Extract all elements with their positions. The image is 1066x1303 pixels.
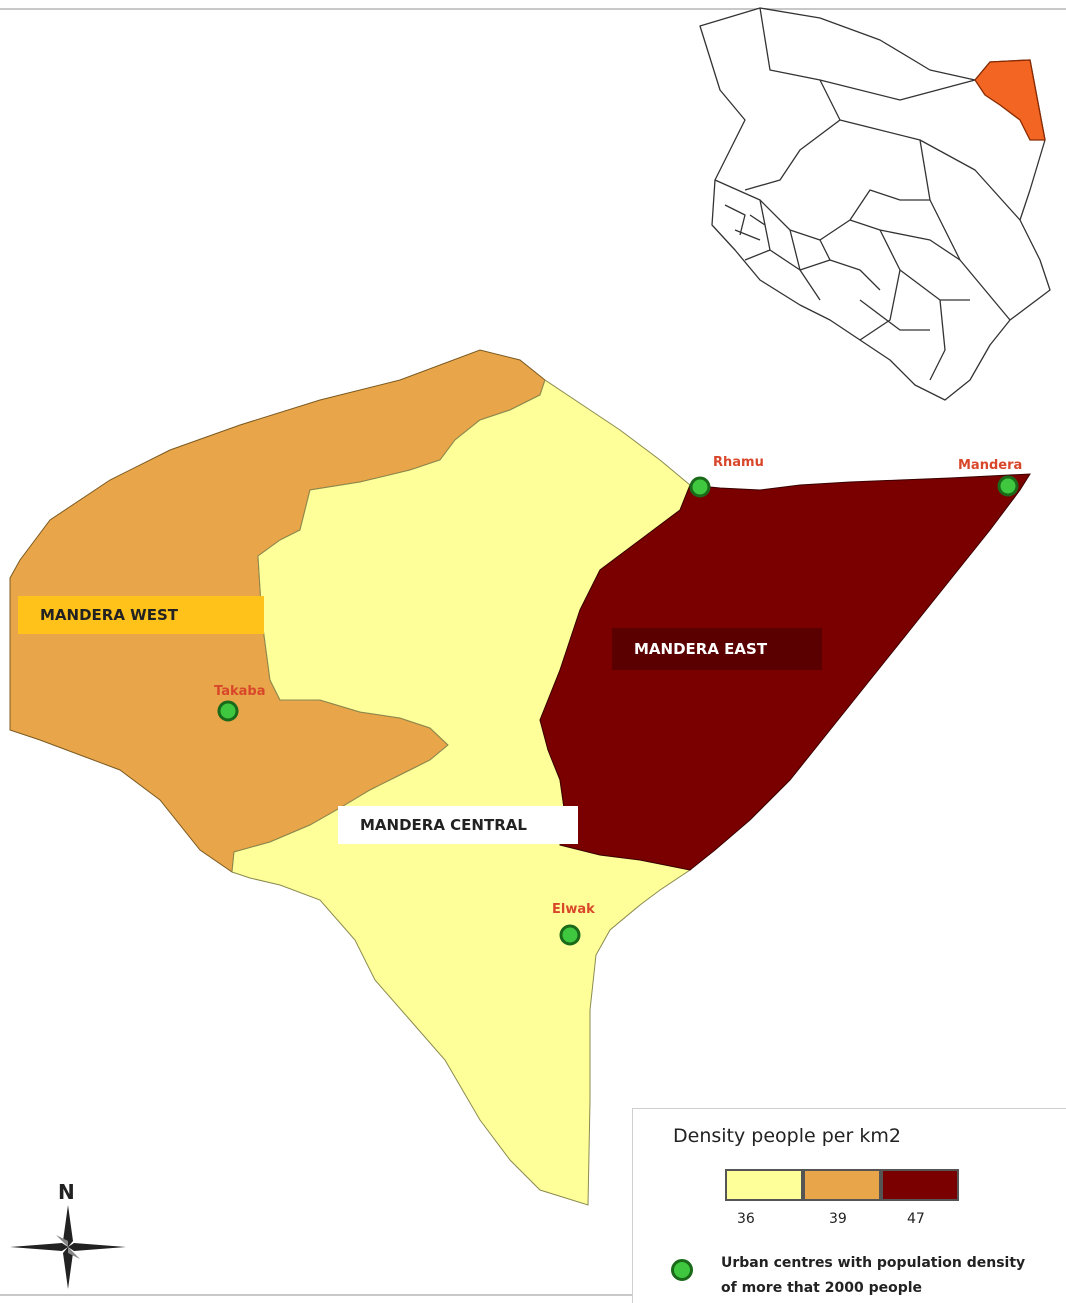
mandera-east-text: MANDERA EAST bbox=[634, 640, 768, 658]
legend-swatch-39 bbox=[803, 1169, 881, 1201]
town-label-elwak: Elwak bbox=[552, 902, 595, 917]
north-arrow-icon bbox=[10, 1205, 126, 1289]
kenya-inset-map bbox=[699, 7, 1051, 401]
north-arrow-label: N bbox=[58, 1180, 75, 1204]
mandera-west-label: MANDERA WEST bbox=[18, 596, 264, 634]
inset-county-lines-2 bbox=[714, 179, 961, 341]
legend-swatch-47 bbox=[881, 1169, 959, 1201]
top-frame-line bbox=[0, 8, 1066, 10]
kenya-outline bbox=[699, 7, 1051, 401]
legend-value-47: 47 bbox=[907, 1211, 925, 1227]
mandera-east-label: MANDERA EAST bbox=[612, 628, 822, 670]
inset-county-lines-1 bbox=[744, 7, 1021, 321]
mandera-inset-highlight bbox=[974, 59, 1046, 141]
legend-swatch-36 bbox=[725, 1169, 803, 1201]
mandera-central-label: MANDERA CENTRAL bbox=[338, 806, 578, 844]
bottom-frame-line bbox=[0, 1294, 632, 1296]
mandera-east-region bbox=[539, 473, 1031, 871]
legend-value-36: 36 bbox=[737, 1211, 755, 1227]
legend-value-39: 39 bbox=[829, 1211, 847, 1227]
mandera-central-text: MANDERA CENTRAL bbox=[360, 816, 527, 834]
legend-urban-centre-icon bbox=[671, 1259, 693, 1281]
town-label-mandera: Mandera bbox=[958, 458, 1023, 473]
town-label-rhamu: Rhamu bbox=[713, 455, 764, 470]
legend-title: Density people per km2 bbox=[673, 1125, 901, 1147]
legend-urban-centre-text: Urban centres with population density of… bbox=[721, 1255, 1026, 1296]
inset-county-lines-3 bbox=[724, 204, 970, 381]
map-legend: Density people per km2 36 39 47 Urban ce… bbox=[632, 1108, 1066, 1303]
town-label-takaba: Takaba bbox=[214, 684, 266, 699]
mandera-west-text: MANDERA WEST bbox=[40, 606, 178, 624]
